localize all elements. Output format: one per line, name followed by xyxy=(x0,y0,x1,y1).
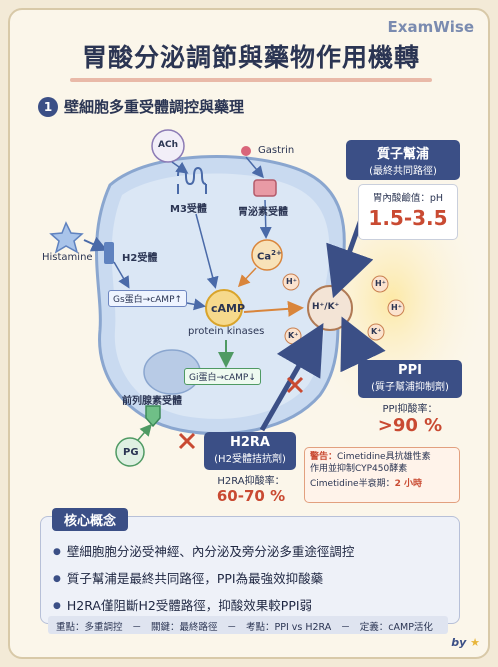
section-title: 壁細胞多重受體調控與藥理 xyxy=(64,98,245,116)
gastrin-label: Gastrin xyxy=(258,145,295,156)
core-point-1: 壁細胞胞分泌受神經、內分泌及旁分泌多重途徑調控 xyxy=(53,541,355,560)
h2ra-box: H2RA (H2受體拮抗劑) xyxy=(204,432,296,470)
prostaglandin-receptor-label: 前列腺素受體 xyxy=(122,396,182,407)
author-signature: by ★ xyxy=(451,636,480,649)
warning-text-1: Cimetidine具抗雄性素 xyxy=(337,452,431,462)
section-number: 1 xyxy=(38,96,58,117)
key-points-footer: 重點：多重調控 － 關鍵：最終路徑 － 考點：PPI vs H2RA － 定義：… xyxy=(48,616,448,634)
proton-pump-subtitle: (最終共同路徑) xyxy=(369,166,437,177)
core-point-3: H2RA僅阻斷H2受體路徑，抑酸效果較PPI弱 xyxy=(53,595,354,614)
gastrin-to-ca-arrow xyxy=(259,199,272,239)
proton-pump-title: 質子幫浦 xyxy=(376,147,429,162)
camp-label: cAMP xyxy=(211,302,246,315)
proton-pump-label: H⁺/K⁺ xyxy=(312,302,340,312)
title-underline xyxy=(70,78,432,82)
k-ion-label-1: K⁺ xyxy=(288,331,299,340)
h-ion-label-1: H⁺ xyxy=(286,277,297,286)
half-life-label: Cimetidine半衰期： xyxy=(310,479,395,490)
ppi-box: PPI (質子幫浦抑制劑) xyxy=(358,360,462,398)
block-x-icon-2 xyxy=(178,432,196,450)
gastrin-arrow xyxy=(245,156,264,179)
gastrin-receptor-icon xyxy=(253,179,277,197)
core-concepts-heading: 核心概念 xyxy=(52,508,129,531)
h-ion-label-2: H⁺ xyxy=(375,279,386,288)
ach-label: ACh xyxy=(158,140,178,150)
star-icon: ★ xyxy=(470,636,480,649)
core-concepts-list: 壁細胞胞分泌受神經、內分泌及旁分泌多重途徑調控 質子幫浦是最終共同路徑，PPI為… xyxy=(53,541,355,622)
h-ion-label-3: H⁺ xyxy=(391,303,402,312)
k-ion-label-2: K⁺ xyxy=(371,327,382,336)
proton-pump-box: 質子幫浦 (最終共同路徑) xyxy=(346,140,460,180)
histamine-to-h2-arrow xyxy=(83,236,108,252)
pg-molecule xyxy=(115,437,145,467)
camp-molecule xyxy=(205,289,243,327)
warning-text-2: 作用並抑制CYP450酵素 xyxy=(310,464,408,475)
h2ra-rate-label: H2RA抑酸率： xyxy=(217,476,285,487)
ca-ion xyxy=(251,239,283,271)
ppi-rate-label: PPI抑酸率： xyxy=(382,404,438,415)
gs-pathway-label: Gs蛋白→cAMP↑ xyxy=(108,290,188,307)
h2ra-rate-box: H2RA抑酸率： 60-70 % xyxy=(206,472,296,508)
ph-box: 胃內酸鹼值：pH 1.5-3.5 xyxy=(358,184,458,240)
block-x-icon-1 xyxy=(286,376,304,394)
histamine-label: Histamine xyxy=(42,252,93,263)
h2ra-arrow xyxy=(259,322,324,432)
ca-to-camp-arrow xyxy=(237,267,257,288)
core-concepts-panel: 壁細胞胞分泌受神經、內分泌及旁分泌多重途徑調控 質子幫浦是最終共同路徑，PPI為… xyxy=(40,516,460,624)
gi-pathway-label: Gi蛋白→cAMP↓ xyxy=(184,368,261,385)
core-point-2: 質子幫浦是最終共同路徑，PPI為最強效抑酸藥 xyxy=(53,568,354,587)
half-life-value: 2 小時 xyxy=(394,479,422,490)
gastrin-molecule xyxy=(241,146,251,156)
section-heading: 1 壁細胞多重受體調控與藥理 xyxy=(38,96,244,117)
h2-to-gs-arrow xyxy=(113,261,130,289)
ppi-title: PPI xyxy=(398,363,422,378)
h-ion-1 xyxy=(282,273,300,291)
ach-molecule xyxy=(151,129,185,163)
ppi-rate-box: PPI抑酸率： >90 % xyxy=(364,400,456,440)
histamine-icon xyxy=(49,221,84,254)
warning-tag: 警告： xyxy=(310,452,338,462)
pg-to-receptor-arrow xyxy=(137,423,152,441)
ppi-subtitle: (質子幫浦抑制劑) xyxy=(371,382,449,393)
ppi-rate-value: >90 % xyxy=(377,415,443,436)
cimetidine-warning-box: 警告：Cimetidine具抗雄性素 作用並抑制CYP450酵素 Cimetid… xyxy=(304,447,460,503)
m3-receptor-label: M3受體 xyxy=(170,204,207,215)
ph-value: 1.5-3.5 xyxy=(368,206,448,230)
h2ra-title: H2RA xyxy=(230,435,270,450)
h-ion-3 xyxy=(387,299,405,317)
ach-to-m3-arrow xyxy=(171,161,189,174)
brand-logo: ExamWise xyxy=(387,18,474,36)
m3-to-camp-arrow xyxy=(195,213,219,289)
gastrin-receptor-label: 胃泌素受體 xyxy=(238,207,288,218)
pg-label: PG xyxy=(123,447,139,458)
page-title: 胃酸分泌調節與藥物作用機轉 xyxy=(81,43,420,72)
h2-receptor-icon xyxy=(104,242,114,264)
protein-kinases-label: protein kinases xyxy=(188,326,265,337)
h2-receptor-label: H2受體 xyxy=(122,253,158,264)
ph-label: 胃內酸鹼值：pH xyxy=(372,193,444,204)
prostaglandin-receptor-icon xyxy=(145,405,161,428)
ca-label: Ca2+ xyxy=(257,249,282,263)
kinase-to-pump-arrow xyxy=(243,300,304,317)
h2ra-rate-value: 60-70 % xyxy=(216,487,286,505)
h2ra-subtitle: (H2受體拮抗劑) xyxy=(214,454,286,465)
